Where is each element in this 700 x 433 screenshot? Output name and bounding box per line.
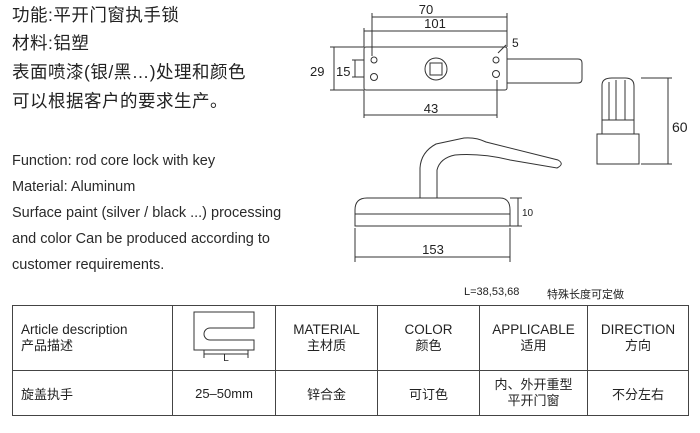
intro-en-surface: Surface paint (silver / black ...) proce… [12,205,282,221]
top-view [330,13,583,118]
table-header-row: Article description 产品描述 L MATERIAL 主材质 … [12,305,689,371]
intro-cn-function: 功能:平开门窗执手锁 [12,5,180,25]
front-view [354,137,562,262]
header-color: COLOR 颜色 [377,305,480,371]
dim-43: 43 [424,101,438,116]
cell-applicable: 内、外开重型 平开门窗 [479,370,588,416]
spec-table: Article description 产品描述 L MATERIAL 主材质 … [12,305,689,416]
dim-70: 70 [419,2,433,17]
header-material: MATERIAL 主材质 [275,305,378,371]
technical-drawing: 70 101 5 29 15 43 60 10 153 [310,2,688,262]
header-description: Article description 产品描述 [12,305,173,371]
cell-description: 旋盖执手 [12,370,173,416]
slot-diagram-icon: L [193,311,255,364]
side-view [596,77,672,165]
cell-size: 25–50mm [172,370,276,416]
intro-cn-custom: 可以根据客户的要求生产。 [12,91,228,111]
dim-29: 29 [310,64,324,79]
intro-cn-material: 材料:铝塑 [12,33,90,53]
dim-101: 101 [424,16,446,31]
intro-en-material: Material: Aluminum [12,179,136,195]
header-applicable: APPLICABLE 适用 [479,305,588,371]
intro-cn-surface: 表面喷漆(银/黑…)处理和颜色 [12,62,247,82]
intro-en-custom-1: and color Can be produced according to [12,231,270,247]
dim-153: 153 [422,242,444,257]
intro-en-custom-2: customer requirements. [12,257,165,273]
cell-material: 锌合金 [275,370,378,416]
intro-en-function: Function: rod core lock with key [12,153,216,169]
dim-10: 10 [522,208,534,219]
cell-color: 可订色 [377,370,480,416]
table-row: 旋盖执手 25–50mm 锌合金 可订色 内、外开重型 平开门窗 不分左右 [12,370,689,416]
dim-15: 15 [336,64,350,79]
dim-60: 60 [672,119,688,135]
length-note: L=38,53,68 [464,286,520,298]
dim-5: 5 [512,36,519,50]
custom-length-note: 特殊长度可定做 [547,289,624,301]
header-slot-diagram: L [172,305,276,371]
cell-direction: 不分左右 [587,370,689,416]
header-direction: DIRECTION 方向 [587,305,689,371]
slot-length-label: L [223,353,229,362]
